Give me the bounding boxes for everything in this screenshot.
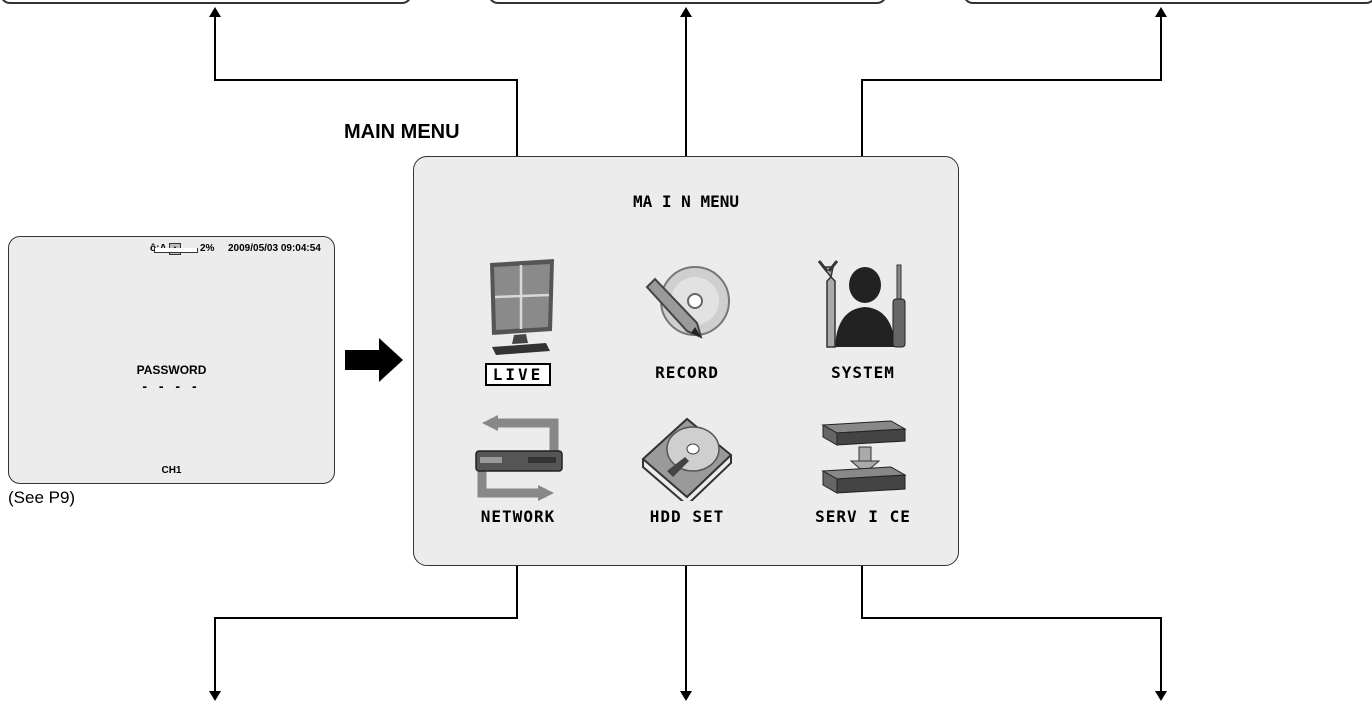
password-entry[interactable]: - - - -	[142, 378, 201, 394]
service-connector	[861, 543, 1167, 701]
monitor-icon	[490, 259, 554, 355]
page-reference: (See P9)	[8, 488, 76, 507]
network-recorder-icon	[475, 415, 563, 501]
main-menu-panel: MA I N MENU LIVE RECORD	[413, 156, 959, 566]
hard-disk-icon	[641, 417, 733, 501]
menu-item-record[interactable]: RECORD	[587, 257, 787, 383]
hdd-usage-bar	[154, 248, 198, 253]
network-connector	[209, 543, 518, 701]
menu-label-network: NETWORK	[480, 507, 556, 526]
menu-label-live: LIVE	[484, 363, 552, 386]
main-menu-title: MA I N MENU	[633, 192, 739, 211]
menu-item-service[interactable]: SERV I CE	[763, 415, 963, 527]
menu-label-service: SERV I CE	[815, 507, 911, 526]
password-prompt: PASSWORD	[136, 363, 207, 377]
menu-item-network[interactable]: NETWORK	[418, 415, 618, 527]
menu-item-hdd-set[interactable]: HDD SET	[587, 415, 787, 527]
menu-label-hdd-set: HDD SET	[649, 507, 725, 526]
menu-item-system[interactable]: SYSTEM	[763, 257, 963, 383]
channel-label: CH1	[161, 465, 182, 476]
technician-icon	[817, 260, 906, 348]
disc-pencil-icon	[645, 266, 730, 339]
menu-item-live[interactable]: LIVE	[418, 257, 618, 386]
hdd-usage: 2%	[200, 243, 215, 254]
recorder-transfer-icon	[821, 420, 907, 494]
menu-label-record: RECORD	[655, 363, 719, 382]
menu-label-system: SYSTEM	[831, 363, 895, 382]
right-arrow-icon	[345, 338, 403, 382]
main-menu-caption: MAIN MENU	[344, 121, 460, 143]
password-screen: ô:A ▲ 2% 2009/05/03 09:04:54 PASSWORD - …	[8, 236, 335, 484]
datetime: 2009/05/03 09:04:54	[228, 243, 321, 254]
